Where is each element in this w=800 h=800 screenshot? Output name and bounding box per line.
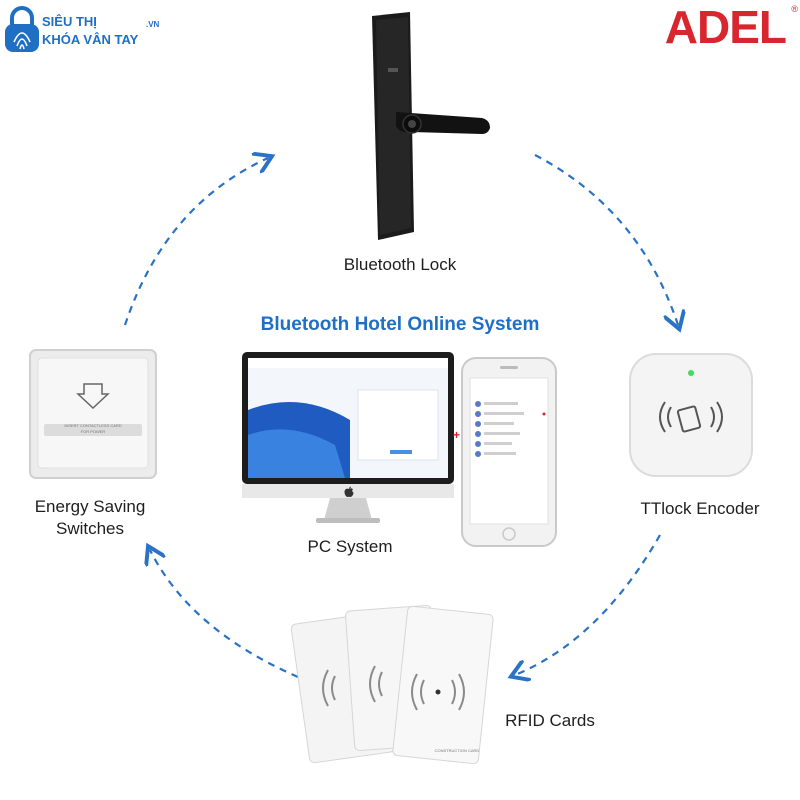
label-bluetooth-lock: Bluetooth Lock <box>343 255 457 274</box>
arrow-down-icon <box>76 383 110 410</box>
center-title: Bluetooth Hotel Online System <box>260 314 540 335</box>
label-ttlock-encoder: TTlock Encoder <box>640 499 760 518</box>
label-energy-saving-line2: Switches <box>55 519 125 538</box>
apple-logo-icon <box>344 486 354 497</box>
adel-logo: ADEL <box>664 1 787 53</box>
energy-saving-switch-image <box>29 349 157 479</box>
brand-line2: KHÓA VÂN TAY <box>42 32 139 47</box>
pc-monitor-image <box>242 352 454 523</box>
registered-mark: ® <box>791 4 798 14</box>
fingerprint-lock-logo-icon <box>5 6 39 52</box>
switch-panel-text-2: FOR POWER <box>80 429 106 434</box>
brand-domain: .VN <box>146 20 160 29</box>
arrow-switch-to-lock <box>123 158 268 326</box>
ttlock-encoder-image <box>629 353 753 477</box>
brand-line1: SIÊU THỊ <box>42 14 97 29</box>
switch-panel-text-1: INSERT CONTACTLESS CARD <box>64 423 122 428</box>
plus-icon: + <box>453 428 461 442</box>
brand-logo: SIÊU THỊ KHÓA VÂN TAY .VN <box>0 0 170 60</box>
nfc-card-icon <box>322 665 465 711</box>
smartphone-image <box>461 357 557 547</box>
card-label: CONSTRUCTION CARD <box>434 748 480 753</box>
arrow-cards-to-switch <box>150 550 299 679</box>
bluetooth-lock-image <box>372 12 490 240</box>
arrow-lock-to-encoder <box>534 154 678 325</box>
rfid-cards-image <box>290 605 494 765</box>
arrow-encoder-to-cards <box>515 534 661 675</box>
label-pc-system: PC System <box>307 537 393 556</box>
label-energy-saving-line1: Energy Saving <box>34 497 146 516</box>
label-rfid-cards: RFID Cards <box>505 711 595 730</box>
